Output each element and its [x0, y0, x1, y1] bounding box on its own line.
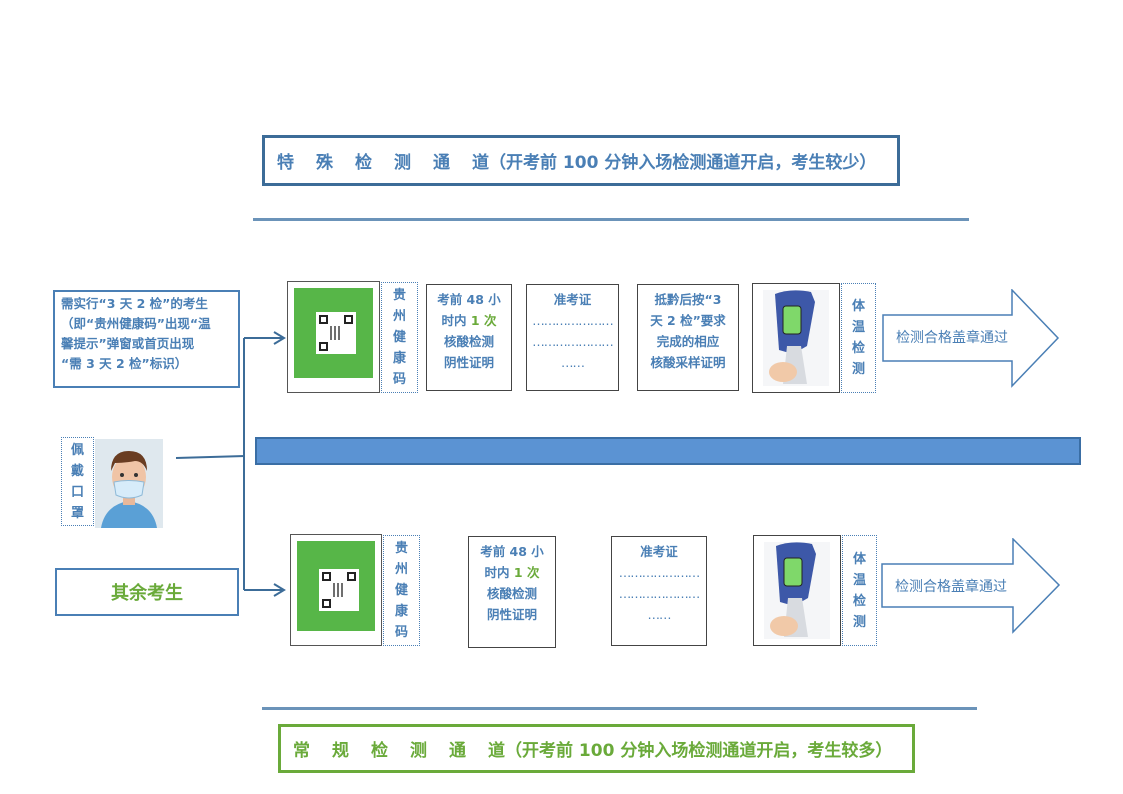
label-char: 州 — [394, 562, 408, 577]
card-line: 时内 1 次 — [442, 310, 497, 331]
card-title: 准考证 — [640, 544, 678, 559]
title-char: 通 — [449, 741, 466, 761]
top-divider-line — [253, 218, 969, 221]
temperature-label-top: 体 温 检 测 — [841, 283, 876, 393]
label-char: 口 — [70, 484, 84, 500]
channel-divider-bar — [255, 437, 1081, 465]
card-line: 完成的相应 — [656, 334, 720, 349]
label-char: 州 — [392, 309, 406, 324]
label-char: 贵 — [392, 288, 406, 303]
title-char: 规 — [332, 741, 349, 761]
pass-text: 检测合格盖章通过 — [896, 330, 1008, 346]
title-char: 检 — [355, 153, 372, 173]
label-char: 测 — [851, 362, 865, 377]
card-dots: ………………… — [618, 586, 700, 601]
admission-ticket-card-top: 准考证 ………………… ………………… …… — [526, 284, 619, 391]
bottom-divider-line — [262, 707, 977, 710]
note-line: “需 3 天 2 检”标识） — [61, 356, 188, 371]
card-line: 核酸检测 — [486, 586, 537, 601]
title-tail: 道（开考前 100 分钟入场检测通道开启，考生较多） — [488, 741, 893, 761]
admission-ticket-card-bottom: 准考证 ………………… ………………… …… — [611, 536, 707, 646]
label-char: 康 — [392, 351, 406, 366]
card-line: 抵黔后按“3 — [654, 292, 722, 307]
card-dots: …… — [561, 355, 585, 370]
card-dots: ………………… — [618, 565, 700, 580]
title-tail: 道（开考前 100 分钟入场检测通道开启，考生较少） — [472, 153, 877, 173]
title-char: 通 — [433, 153, 450, 173]
title-char: 检 — [371, 741, 388, 761]
rest-examinees-box: 其余考生 — [55, 568, 239, 616]
pass-arrow-top: 检测合格盖章通过 — [882, 288, 1060, 388]
special-channel-title: 特 殊 检 测 通 道（开考前 100 分钟入场检测通道开启，考生较少） — [262, 135, 900, 186]
card-line: 核酸采样证明 — [650, 355, 726, 370]
card-highlight: 1 次 — [470, 313, 497, 328]
card-dots: …… — [647, 607, 672, 622]
temperature-label-bottom: 体 温 检 测 — [842, 535, 877, 646]
card-line: 天 2 检”要求 — [650, 313, 726, 328]
card-line: 考前 48 小 — [480, 544, 544, 559]
card-line: 核酸检测 — [443, 334, 494, 349]
card-line: 考前 48 小 — [437, 292, 501, 307]
label-char: 健 — [392, 330, 406, 345]
label-char: 检 — [852, 593, 866, 609]
card-line: 阴性证明 — [486, 607, 537, 622]
label-char: 体 — [852, 551, 866, 567]
masked-person-avatar — [95, 439, 163, 528]
label-char: 佩 — [70, 442, 84, 458]
nucleic-test-card-bottom: 考前 48 小 时内 1 次 核酸检测 阴性证明 — [468, 536, 556, 648]
regular-channel-title: 常 规 检 测 通 道（开考前 100 分钟入场检测通道开启，考生较多） — [278, 724, 915, 773]
pass-arrow-bottom: 检测合格盖章通过 — [881, 537, 1061, 634]
label-char: 温 — [852, 572, 866, 588]
label-char: 戴 — [70, 463, 84, 479]
label-char: 测 — [852, 614, 866, 630]
label-char: 康 — [394, 604, 408, 619]
note-line: 需实行“3 天 2 检”的考生 — [61, 296, 208, 311]
card-dots: ………………… — [532, 334, 613, 349]
label-char: 罩 — [70, 505, 84, 521]
health-code-image-bottom — [290, 534, 382, 646]
card-highlight: 1 次 — [513, 565, 540, 580]
label-char: 码 — [392, 372, 406, 387]
health-code-label-bottom: 贵 州 健 康 码 — [383, 535, 420, 646]
note-line: （即“贵州健康码”出现“温 — [61, 316, 211, 331]
health-code-image-top — [287, 281, 380, 393]
thermometer-image-top — [752, 283, 840, 393]
health-code-label-top: 贵 州 健 康 码 — [381, 282, 418, 393]
thermometer-image-bottom — [753, 535, 841, 646]
mask-label: 佩 戴 口 罩 — [61, 437, 94, 526]
rest-examinees-label: 其余考生 — [111, 583, 183, 604]
title-char: 测 — [410, 741, 427, 761]
label-char: 贵 — [394, 541, 408, 556]
title-char: 特 — [277, 153, 294, 173]
title-char: 常 — [293, 741, 310, 761]
card-dots: ………………… — [532, 313, 613, 328]
label-char: 体 — [851, 299, 865, 314]
card-text: 时内 — [441, 313, 471, 328]
guizhou-sampling-card: 抵黔后按“3 天 2 检”要求 完成的相应 核酸采样证明 — [637, 284, 739, 391]
three-day-check-note: 需实行“3 天 2 检”的考生 （即“贵州健康码”出现“温 馨提示”弹窗或首页出… — [53, 290, 240, 388]
card-line: 阴性证明 — [443, 355, 494, 370]
card-title: 准考证 — [553, 292, 592, 307]
label-char: 码 — [394, 625, 408, 640]
title-char: 测 — [394, 153, 411, 173]
card-text: 时内 — [484, 565, 514, 580]
nucleic-test-card-top: 考前 48 小 时内 1 次 核酸检测 阴性证明 — [426, 284, 512, 391]
card-line: 时内 1 次 — [485, 562, 540, 583]
note-line: 馨提示”弹窗或首页出现 — [61, 336, 195, 351]
pass-text: 检测合格盖章通过 — [895, 579, 1007, 595]
label-char: 温 — [851, 320, 865, 335]
label-char: 健 — [394, 583, 408, 598]
label-char: 检 — [851, 341, 865, 356]
title-char: 殊 — [316, 153, 333, 173]
